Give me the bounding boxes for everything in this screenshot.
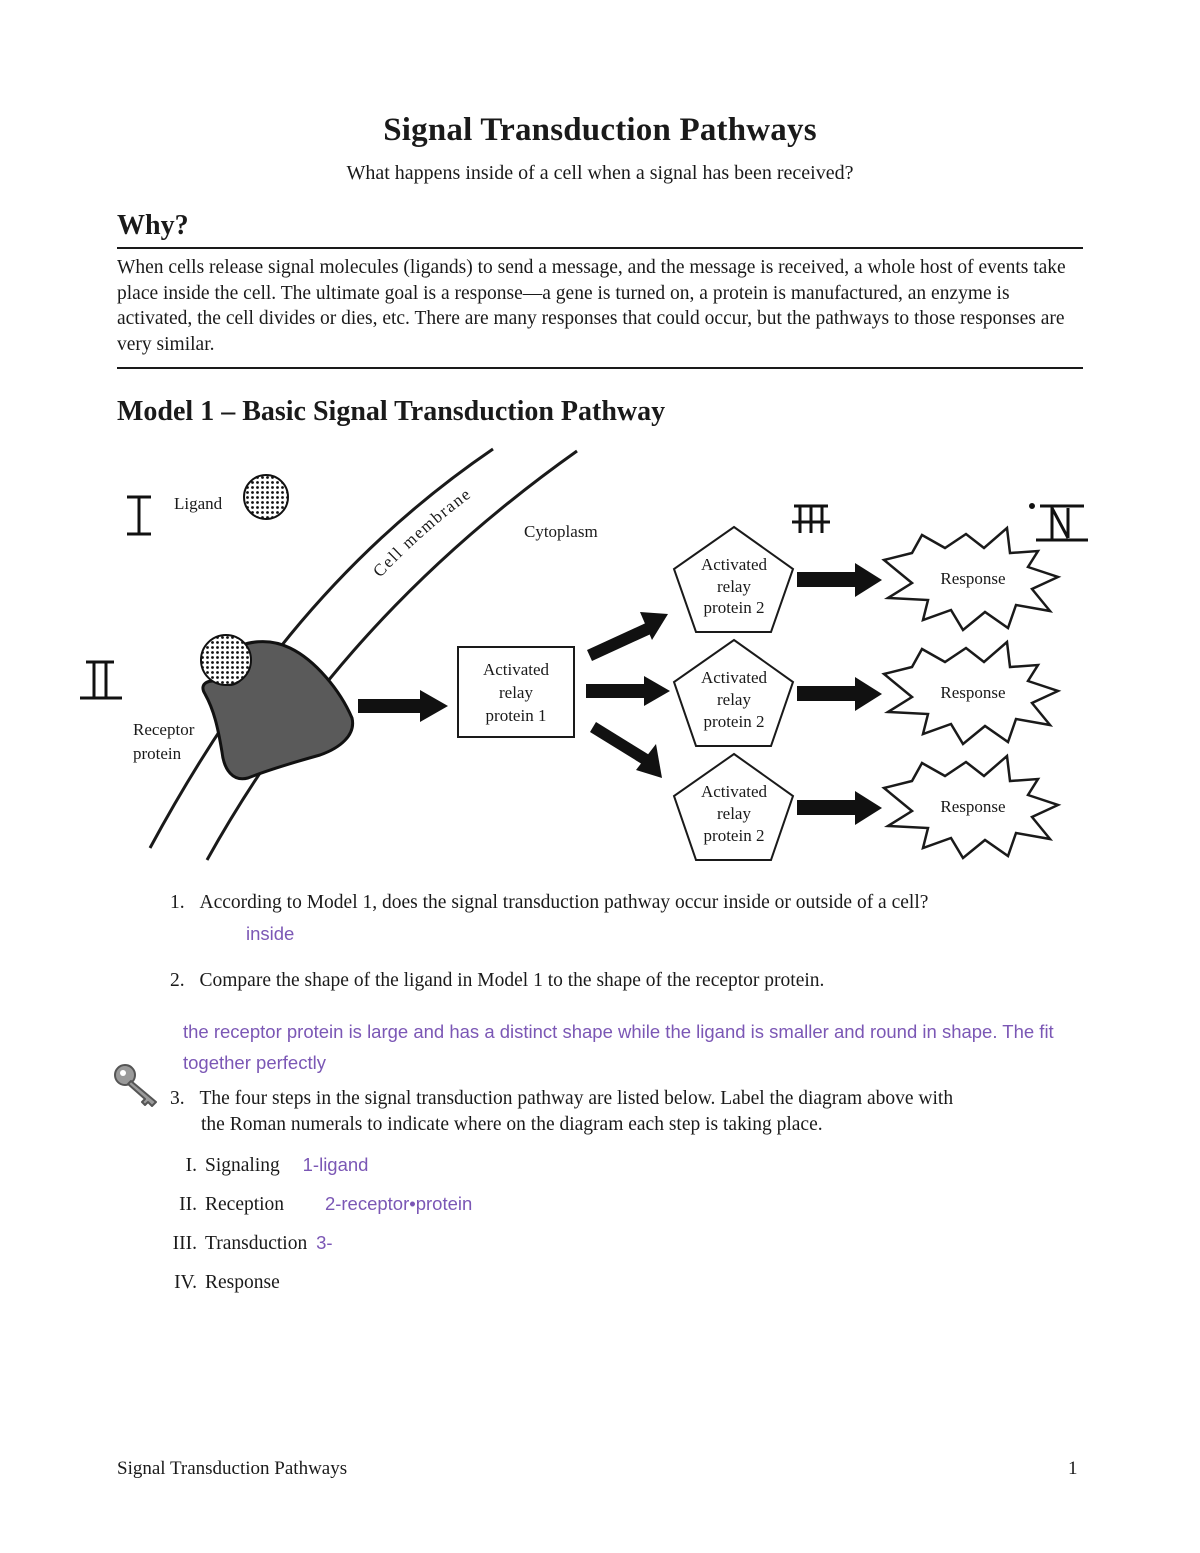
bound-ligand-icon [200,634,252,686]
response-burst-bottom: Response [881,753,1062,860]
step-item: II. Reception 2-receptor•protein [155,1191,472,1218]
step-numeral: III. [172,1233,197,1254]
page-number: 1 [1068,1458,1078,1479]
relay-protein-1-label: relay [499,683,533,702]
relay-protein-2-bottom: Activated relay protein 2 [672,752,795,861]
why-paragraph: When cells release signal molecules (lig… [117,257,1066,355]
svg-text:relay: relay [717,577,751,596]
question-text: Compare the shape of the ligand in Model… [199,970,825,991]
arrow-icon [797,677,882,711]
membrane-inner-line [205,449,578,861]
model-heading: Model 1 – Basic Signal Transduction Path… [117,396,666,427]
page-subtitle: What happens inside of a cell when a sig… [346,162,854,184]
question-2: 2. Compare the shape of the ligand in Mo… [170,968,1130,994]
svg-text:Activated: Activated [701,555,768,574]
svg-text:protein 2: protein 2 [704,826,765,845]
page-title: Signal Transduction Pathways [383,112,817,148]
svg-text:relay: relay [717,804,751,823]
step-item: I. Signaling 1-ligand [155,1152,369,1179]
handwritten-numeral-1 [127,495,151,536]
step-label: Reception [205,1194,285,1215]
question-text: The four steps in the signal transductio… [199,1088,954,1109]
question-number: 1. [170,892,185,913]
cytoplasm-label: Cytoplasm [524,522,598,541]
membrane-outer-line [148,447,494,849]
divider [117,367,1083,369]
svg-text:Response: Response [940,683,1005,702]
step-numeral: IV. [174,1272,197,1293]
question-1: 1. According to Model 1, does the signal… [170,890,1130,916]
answer-2-line-2: together perfectly [183,1052,326,1073]
step-item: III. Transduction 3- [155,1230,333,1257]
cell-membrane-label: Cell membrane [369,484,475,581]
answer-1: inside [246,923,295,944]
svg-text:Activated: Activated [701,782,768,801]
why-heading: Why? [117,210,189,241]
relay-protein-2-top: Activated relay protein 2 [672,525,795,633]
relay-protein-1-label: protein 1 [486,706,547,725]
arrow-icon [797,563,882,597]
arrow-icon [587,612,668,661]
arrow-icon [358,690,448,722]
step-numeral: II. [179,1194,197,1215]
key-icon [114,1064,157,1107]
arrow-icon [586,676,670,706]
ligand-icon [243,474,289,520]
handwritten-numeral-4 [1029,503,1088,542]
question-3: 3. The four steps in the signal transduc… [170,1086,1130,1112]
relay-protein-1-label: Activated [483,660,550,679]
ligand-label: Ligand [174,494,223,513]
svg-text:Response: Response [940,797,1005,816]
handwritten-numeral-3 [792,504,830,533]
step-label: Response [205,1272,280,1293]
step-answer: 1-ligand [302,1154,369,1175]
svg-text:protein 2: protein 2 [704,598,765,617]
question-number: 2. [170,970,185,991]
receptor-label: Receptor [133,720,195,739]
footer-title: Signal Transduction Pathways [117,1458,348,1479]
step-item: IV. Response [155,1269,280,1296]
question-number: 3. [170,1088,185,1109]
response-burst-middle: Response [881,639,1062,746]
step-label: Signaling [205,1155,280,1176]
handwritten-numeral-2 [80,660,122,700]
step-label: Transduction [205,1233,308,1254]
answer-2-line-1: the receptor protein is large and has a … [183,1021,1054,1042]
relay-protein-1-box [457,646,575,738]
step-answer: 3- [316,1232,333,1253]
svg-text:Response: Response [940,569,1005,588]
response-burst-top: Response [881,525,1062,632]
relay-protein-2-middle: Activated relay protein 2 [672,638,795,747]
arrow-icon [590,722,662,778]
step-answer: 2-receptor•protein [324,1193,473,1214]
question-text: According to Model 1, does the signal tr… [199,892,929,913]
svg-text:protein 2: protein 2 [704,712,765,731]
svg-text:relay: relay [717,690,751,709]
step-numeral: I. [185,1155,197,1176]
divider [117,247,1083,249]
receptor-label: protein [133,744,182,763]
svg-text:Activated: Activated [701,668,768,687]
arrow-icon [797,791,882,825]
signal-pathway-diagram: Ligand Cell membrane Cytoplasm Receptor … [80,447,1088,861]
question-3-line-2: the Roman numerals to indicate where on … [201,1114,823,1135]
